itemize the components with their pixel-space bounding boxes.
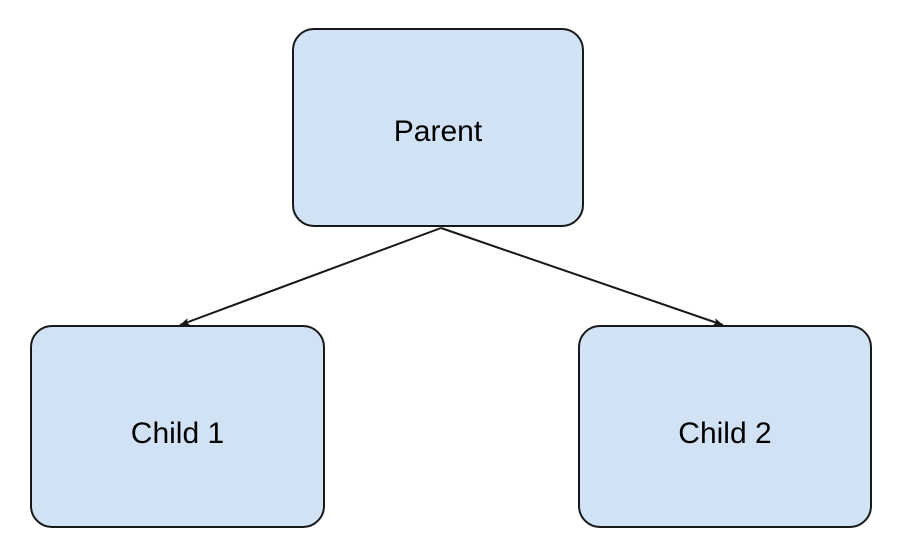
node-child-1-label: Child 1: [130, 416, 225, 450]
node-parent-label: Parent: [393, 114, 483, 148]
node-child-2[interactable]: Child 2: [578, 325, 872, 528]
node-parent[interactable]: Parent: [292, 28, 584, 227]
edge-parent-to-child-2: [440, 227, 724, 326]
edge-parent-to-child-1: [179, 227, 442, 326]
node-child-1[interactable]: Child 1: [30, 325, 325, 528]
node-child-2-label: Child 2: [678, 416, 772, 450]
